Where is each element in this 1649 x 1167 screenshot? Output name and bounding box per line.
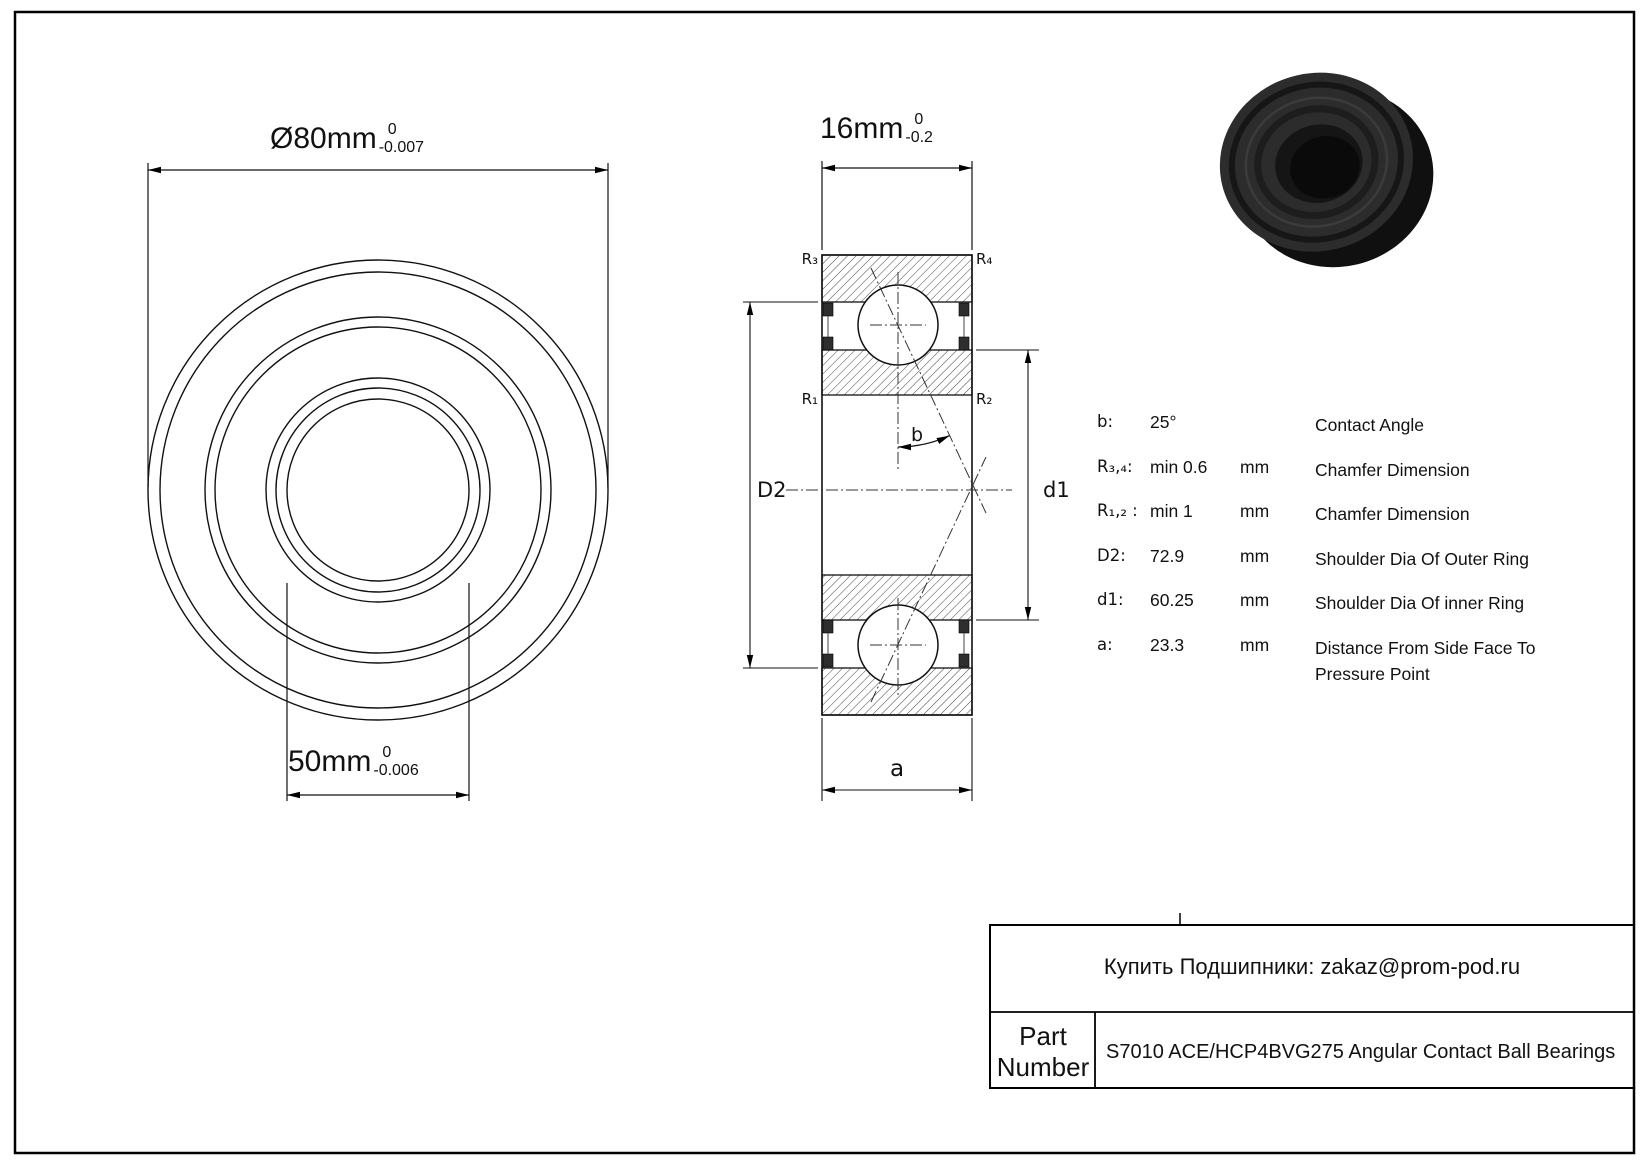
seal-segment bbox=[958, 336, 970, 351]
tolerance-stack: 0 -0.007 bbox=[379, 121, 424, 157]
tolerance-upper: 0 bbox=[914, 111, 924, 128]
seal-segment bbox=[822, 336, 834, 351]
outer-ring-outer-circle bbox=[147, 259, 609, 721]
spec-param: D2: bbox=[1097, 545, 1126, 565]
d2-dimension: D2 bbox=[743, 301, 818, 669]
bore-diameter-dimension-lines bbox=[286, 583, 470, 801]
bearing-3d-render bbox=[1219, 72, 1434, 268]
spec-value: min 1 bbox=[1150, 501, 1193, 521]
spec-description: Chamfer Dimension bbox=[1315, 459, 1470, 480]
seal-inner-circle bbox=[265, 377, 491, 603]
outer-diameter-label: Ø80mm 0 -0.007 bbox=[270, 121, 424, 157]
spec-row: D2: 72.9 mm Shoulder Dia Of Outer Ring bbox=[1097, 546, 1565, 591]
spec-unit: mm bbox=[1240, 545, 1270, 566]
outer-ring-shoulder-circle bbox=[204, 316, 552, 664]
spec-unit: mm bbox=[1240, 590, 1270, 610]
title-block bbox=[989, 913, 1635, 1089]
spec-value: min 0.6 bbox=[1150, 456, 1208, 477]
spec-row: d1: 60.25 mm Shoulder Dia Of inner Ring bbox=[1097, 590, 1565, 635]
d2-label: D2 bbox=[757, 478, 787, 502]
chamfer-label-r1: R₁ bbox=[802, 390, 818, 408]
angle-arc bbox=[897, 435, 950, 451]
tolerance-stack: 0 -0.006 bbox=[373, 744, 418, 780]
seal-segment bbox=[958, 619, 970, 634]
spec-param: d1: bbox=[1097, 590, 1124, 609]
seal-lips bbox=[827, 316, 965, 654]
bearing-bore-hole bbox=[1290, 136, 1360, 199]
bearing-seal-ring bbox=[1244, 96, 1389, 228]
spec-unit: mm bbox=[1240, 456, 1270, 477]
spec-unit: mm bbox=[1240, 634, 1270, 655]
outer-ring-face-circle bbox=[159, 271, 597, 709]
dimension-text: Ø80mm bbox=[270, 122, 377, 155]
spec-value: 25° bbox=[1150, 412, 1177, 432]
bore-diameter-label: 50mm 0 -0.006 bbox=[288, 744, 419, 780]
spec-row: R₁,₂ : min 1 mm Chamfer Dimension bbox=[1097, 501, 1565, 546]
width-dimension-label: 16mm 0 -0.2 bbox=[820, 111, 933, 147]
seal-outer-circle bbox=[214, 326, 542, 654]
seal-segment bbox=[822, 302, 834, 317]
spec-value: 23.3 bbox=[1150, 634, 1185, 655]
seals bbox=[822, 302, 970, 668]
spec-value: 72.9 bbox=[1150, 545, 1185, 566]
front-view bbox=[147, 259, 609, 721]
seal-segment bbox=[822, 653, 834, 668]
spec-unit: mm bbox=[1240, 501, 1270, 521]
inner-ring-shoulder-circle bbox=[275, 387, 481, 593]
spec-row: b: 25° Contact Angle bbox=[1097, 412, 1565, 457]
a-dimension: a bbox=[821, 718, 973, 801]
seal-segment bbox=[958, 653, 970, 668]
part-number-label: Part Number bbox=[996, 1021, 1090, 1083]
chamfer-label-r3: R₃ bbox=[802, 250, 818, 268]
section-view: R₃ R₄ R₁ R₂ bbox=[786, 250, 1012, 716]
spec-param: b: bbox=[1097, 412, 1114, 431]
title-block-border bbox=[989, 924, 1635, 1089]
dimension-text: 50mm bbox=[288, 745, 372, 778]
tolerance-lower: -0.006 bbox=[373, 761, 419, 779]
spec-description: Distance From Side Face To Pressure Poin… bbox=[1315, 637, 1536, 684]
spec-description: Chamfer Dimension bbox=[1315, 504, 1470, 524]
a-label: a bbox=[890, 756, 904, 782]
dimension-text: 16mm bbox=[820, 112, 904, 145]
seal-segment bbox=[958, 302, 970, 317]
tolerance-stack: 0 -0.2 bbox=[905, 111, 933, 147]
spec-param: R₃,₄: bbox=[1097, 456, 1133, 476]
spec-table: b: 25° Contact Angle R₃,₄: min 0.6 mm Ch… bbox=[1097, 412, 1565, 687]
spec-value: 60.25 bbox=[1150, 590, 1194, 610]
seller-contact-text: Купить Подшипники: zakaz@prom-pod.ru bbox=[1103, 954, 1521, 979]
spec-description: Shoulder Dia Of inner Ring bbox=[1315, 593, 1525, 613]
bearing-groove-outer bbox=[1228, 81, 1404, 243]
page-border bbox=[13, 10, 1636, 1155]
tolerance-lower: -0.007 bbox=[378, 138, 425, 156]
spec-description: Shoulder Dia Of Outer Ring bbox=[1315, 548, 1529, 569]
spec-description: Contact Angle bbox=[1315, 415, 1424, 435]
chamfer-label-r2: R₂ bbox=[976, 390, 992, 408]
bore-circle bbox=[286, 398, 470, 582]
tolerance-upper: 0 bbox=[387, 121, 397, 138]
contact-angle-line-top bbox=[870, 267, 987, 514]
part-number-value: S7010 ACE/HCP4BVG275 Angular Contact Bal… bbox=[1106, 1041, 1616, 1063]
spec-param: R₁,₂ : bbox=[1097, 501, 1138, 520]
seal-segment bbox=[822, 619, 834, 634]
contact-angle-label: b bbox=[911, 424, 923, 446]
tolerance-upper: 0 bbox=[382, 744, 392, 761]
d1-dimension: d1 bbox=[976, 349, 1070, 621]
bearing-groove-inner bbox=[1254, 105, 1379, 220]
chamfer-label-r4: R₄ bbox=[976, 250, 992, 268]
spec-row: a: 23.3 mm Distance From Side Face To Pr… bbox=[1097, 635, 1565, 688]
d1-label: d1 bbox=[1043, 478, 1070, 502]
contact-angle-annotation: b bbox=[897, 424, 950, 451]
tolerance-lower: -0.2 bbox=[905, 128, 933, 146]
contact-angle-line-bottom bbox=[870, 456, 987, 703]
spec-row: R₃,₄: min 0.6 mm Chamfer Dimension bbox=[1097, 457, 1565, 502]
outer-diameter-dimension-lines bbox=[147, 163, 609, 487]
width-dimension-lines bbox=[821, 161, 973, 250]
spec-param: a: bbox=[1097, 634, 1113, 654]
